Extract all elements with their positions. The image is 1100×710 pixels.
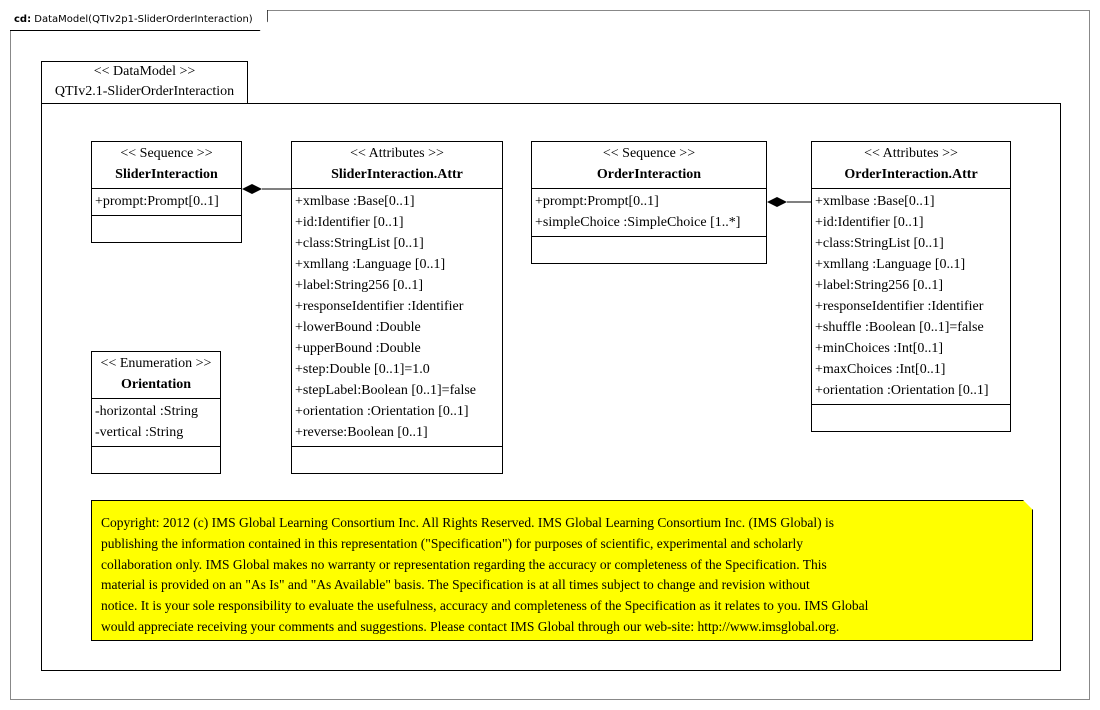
class-header: << Sequence >> SliderInteraction	[92, 142, 241, 189]
class-stereotype: << Sequence >>	[602, 146, 696, 161]
frame-title: DataModel(QTIv2p1-SliderOrderInteraction…	[34, 14, 253, 25]
class-name: OrderInteraction	[596, 167, 702, 182]
class-slider-interaction-attr[interactable]: << Attributes >> SliderInteraction.Attr +x…	[291, 141, 503, 474]
class-header: << Attributes >> SliderInteraction.Attr	[292, 142, 502, 189]
note-line: Copyright: 2012 (c) IMS Global Learning …	[101, 515, 835, 530]
frame-prefix: cd:	[14, 14, 32, 25]
class-attribute: +orientation :Orientation [0..1]	[815, 383, 989, 398]
class-header: << Sequence >> OrderInteraction	[532, 142, 766, 189]
class-attributes: +prompt:Prompt[0..1]	[92, 189, 241, 216]
package-name: QTIv2.1-SliderOrderInteraction	[54, 84, 235, 99]
class-attribute: +xmllang :Language [0..1]	[815, 257, 966, 272]
class-stereotype: << Enumeration >>	[100, 356, 212, 371]
class-name: SliderInteraction	[115, 167, 218, 182]
class-attribute: +minChoices :Int[0..1]	[815, 341, 944, 356]
diagram-frame-title: cd: DataModel(QTIv2p1-SliderOrderInterac…	[10, 10, 268, 31]
class-attribute: -horizontal :String	[95, 404, 199, 419]
class-attributes: +xmlbase :Base[0..1] +id:Identifier [0..1…	[292, 189, 502, 447]
package-body	[41, 103, 1061, 671]
class-attribute: +label:String256 [0..1]	[295, 278, 424, 293]
class-attribute: +simpleChoice :SimpleChoice [1..*]	[535, 215, 741, 230]
class-attribute: +id:Identifier [0..1]	[295, 215, 404, 230]
package-stereotype: << DataModel >>	[93, 64, 196, 79]
class-attribute: +prompt:Prompt[0..1]	[535, 194, 659, 209]
class-attributes: +prompt:Prompt[0..1] +simpleChoice :Simpl…	[532, 189, 766, 237]
class-header: << Enumeration >> Orientation	[92, 352, 220, 399]
class-attribute: +orientation :Orientation [0..1]	[295, 404, 469, 419]
copyright-note[interactable]: Copyright: 2012 (c) IMS Global Learning …	[91, 500, 1033, 641]
class-name: OrderInteraction.Attr	[844, 167, 978, 182]
class-stereotype: << Sequence >>	[120, 146, 213, 161]
composition-slider[interactable]	[242, 184, 291, 194]
composition-order[interactable]	[767, 197, 811, 207]
class-attribute: +shuffle :Boolean [0..1]=false	[815, 320, 984, 335]
class-order-interaction[interactable]: << Sequence >> OrderInteraction +prompt:Pr…	[531, 141, 767, 264]
note-line: would appreciate receiving your comments…	[101, 618, 840, 634]
note-line: collaboration only. IMS Global makes no …	[101, 556, 827, 572]
class-attribute: +responseIdentifier :Identifier	[295, 299, 464, 314]
class-attribute: +maxChoices :Int[0..1]	[815, 362, 946, 377]
class-attribute: +prompt:Prompt[0..1]	[95, 194, 219, 209]
note-line: publishing the information contained in …	[101, 535, 803, 551]
class-attribute: +xmllang :Language [0..1]	[295, 257, 446, 272]
class-attribute: +responseIdentifier :Identifier	[815, 299, 984, 314]
composition-diamond-icon	[767, 197, 787, 207]
diagram-frame	[10, 10, 1090, 700]
class-attribute: +upperBound :Double	[295, 341, 421, 356]
composition-diamond-icon	[242, 184, 262, 194]
class-attributes: -horizontal :String -vertical :String	[92, 399, 220, 447]
class-attribute: +class:StringList [0..1]	[295, 236, 424, 251]
class-attribute: +reverse:Boolean [0..1]	[295, 425, 428, 440]
class-slider-interaction[interactable]: << Sequence >> SliderInteraction +prompt:P…	[91, 141, 242, 243]
class-attribute: +xmlbase :Base[0..1]	[295, 194, 415, 209]
class-header: << Attributes >> OrderInteraction.Attr	[812, 142, 1010, 189]
class-name: SliderInteraction.Attr	[331, 167, 463, 182]
class-order-interaction-attr[interactable]: << Attributes >> OrderInteraction.Attr +xm…	[811, 141, 1011, 432]
class-name: Orientation	[121, 377, 191, 392]
class-attribute: +class:StringList [0..1]	[815, 236, 944, 251]
class-attribute: +xmlbase :Base[0..1]	[815, 194, 935, 209]
class-stereotype: << Attributes >>	[864, 146, 958, 161]
class-stereotype: << Attributes >>	[350, 146, 444, 161]
note-line: material is provided on an "As Is" and "…	[101, 577, 810, 593]
class-attribute: -vertical :String	[95, 425, 184, 440]
class-attributes: +xmlbase :Base[0..1] +id:Identifier [0..1…	[812, 189, 1010, 405]
enum-orientation[interactable]: << Enumeration >> Orientation -horizontal …	[91, 351, 221, 474]
class-attribute: +step:Double [0..1]=1.0	[295, 362, 430, 377]
class-attribute: +lowerBound :Double	[295, 320, 421, 335]
class-attribute: +id:Identifier [0..1]	[815, 215, 924, 230]
class-attribute: +stepLabel:Boolean [0..1]=false	[295, 383, 477, 398]
note-line: notice. It is your sole responsibility t…	[101, 598, 869, 614]
class-attribute: +label:String256 [0..1]	[815, 278, 944, 293]
